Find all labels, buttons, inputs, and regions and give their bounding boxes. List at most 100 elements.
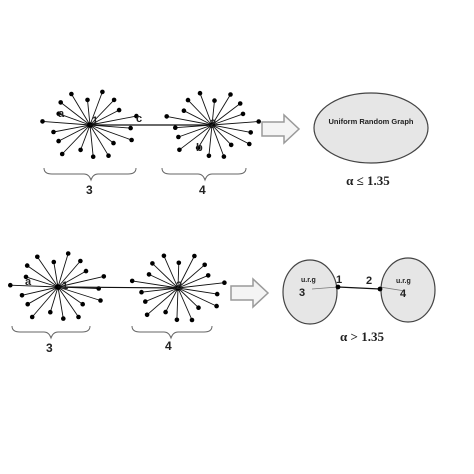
top-star-1-spoke [60,102,91,126]
bottom-star-1-leaf-node [101,274,107,279]
top-star-1-spoke [53,124,91,133]
top-star-1-spoke [89,99,115,126]
top-star-2-spoke [211,100,215,126]
bottom-star-1-leaf-node [48,309,53,315]
top-star-1-leaf-node [78,147,83,153]
bottom-star-2-spoke [132,280,179,289]
top-star-2-leaf-node [164,114,169,119]
top-star-hub-2 [164,90,262,159]
top-star-2-spoke [211,124,225,157]
bridge-node-2 [377,286,383,292]
bottom-star-2-spoke [177,274,209,289]
top-star-2-spoke [179,124,213,151]
bottom-star-2-leaf-node [192,253,197,259]
bottom-star-2-leaf-node [222,280,227,286]
top-star-1-leaf-node [134,113,139,119]
top-star-2-spoke [197,124,213,149]
bottom-star-1-spoke [25,276,59,288]
bottom-star-2-leaf-node [161,253,167,259]
bridge-edge [337,286,381,290]
bottom-star-1-leaf-node [83,268,89,274]
top-star-2-spoke [211,124,251,133]
top-star-hub-1 [40,89,139,159]
bridge-node-1 [335,284,341,290]
top-star-2-leaf-node [181,108,187,113]
top-star-2-leaf-node [240,111,246,117]
top-star-1-spoke [61,124,91,155]
top-hub-2-label: 2 [210,118,216,130]
right-cluster-spoke [379,286,406,292]
uniform-random-graph-ellipse [313,92,429,164]
bottom-brace-group-1 [11,325,91,340]
top-star-1-leaf-node [106,153,111,158]
top-star-2-leaf-node [212,98,217,103]
bridge-node-1-label: 1 [336,274,342,286]
bottom-star-2-spoke [177,287,218,295]
bottom-star-1-leaf-node [25,301,31,307]
top-group-2-count: 4 [199,183,206,197]
top-star-1-spoke [58,113,91,126]
right-cluster-ellipse [380,257,436,323]
bottom-star-1-leaf-node [23,274,29,280]
top-brace-group-1 [43,167,137,182]
bottom-star-1-spoke [57,270,87,288]
top-star-1-leaf-node [56,111,61,116]
bottom-star-1-spoke [57,253,69,288]
left-cluster-ellipse [282,259,338,325]
bottom-star-2-leaf-node [214,303,219,309]
bottom-star-2-leaf-node [143,299,148,304]
top-star-1-leaf-node [128,125,133,131]
bottom-star-1-spoke [27,286,59,305]
left-cluster-count: 3 [299,287,305,299]
top-star-1-spoke [80,124,91,151]
bottom-star-2-leaf-node [189,317,195,323]
top-star-1-spoke [89,124,114,144]
top-star-2-leaf-node [185,97,191,103]
bottom-group-1-count: 3 [46,341,53,355]
bottom-star-1-spoke [57,286,64,319]
top-star-1-leaf-node [58,100,63,105]
bottom-leaf-a-label: a [25,276,32,288]
bottom-star-1-leaf-node [76,314,81,320]
bottom-star-2-spoke [177,264,205,289]
top-star-2-leaf-node [256,119,262,124]
bottom-star-1-leaf-node [98,298,103,303]
bottom-star-2-leaf-node [129,278,135,284]
bottom-star-2-spoke [176,287,179,320]
left-cluster-spoke [311,286,339,290]
top-star-1-leaf-node [111,140,116,146]
right-cluster-count: 4 [400,288,407,300]
top-edge-c-label: c [136,113,142,125]
bottom-star-1-spoke [57,286,83,305]
bottom-star-1-leaf-node [61,316,66,321]
right-cluster-tag: u.r.g [396,278,411,285]
bottom-hub-edge [57,286,179,289]
bottom-star-1-leaf-node [8,282,13,288]
bottom-star-2-leaf-node [146,272,152,277]
top-star-1-leaf-node [59,151,65,157]
top-star-2-leaf-node [221,154,227,159]
bottom-hub-2-label: 2 [176,280,182,292]
bottom-star-1-spoke [26,265,59,288]
bottom-star-2-leaf-node [150,261,155,266]
bottom-star-2-spoke [148,273,179,289]
top-star-1-spoke [89,115,137,126]
left-cluster-tag: u.r.g [301,277,316,284]
top-star-1-leaf-node [40,119,45,124]
top-star-2-spoke [208,124,213,156]
bottom-star-2-spoke [141,287,179,293]
bottom-star-2-leaf-node [176,260,182,266]
top-star-2-spoke [211,94,231,126]
top-star-2-spoke [211,121,259,126]
bottom-star-1-spoke [31,286,59,318]
bottom-star-2-leaf-node [144,312,150,318]
bottom-star-1-leaf-node [29,314,35,320]
top-star-2-leaf-node [228,142,234,148]
top-star-2-spoke [166,115,213,126]
bottom-star-1-leaf-node [24,263,30,268]
top-star-1-leaf-node [90,154,96,159]
top-star-2-spoke [211,124,232,146]
bottom-transform-arrow [230,277,270,309]
top-star-2-leaf-node [195,145,201,151]
